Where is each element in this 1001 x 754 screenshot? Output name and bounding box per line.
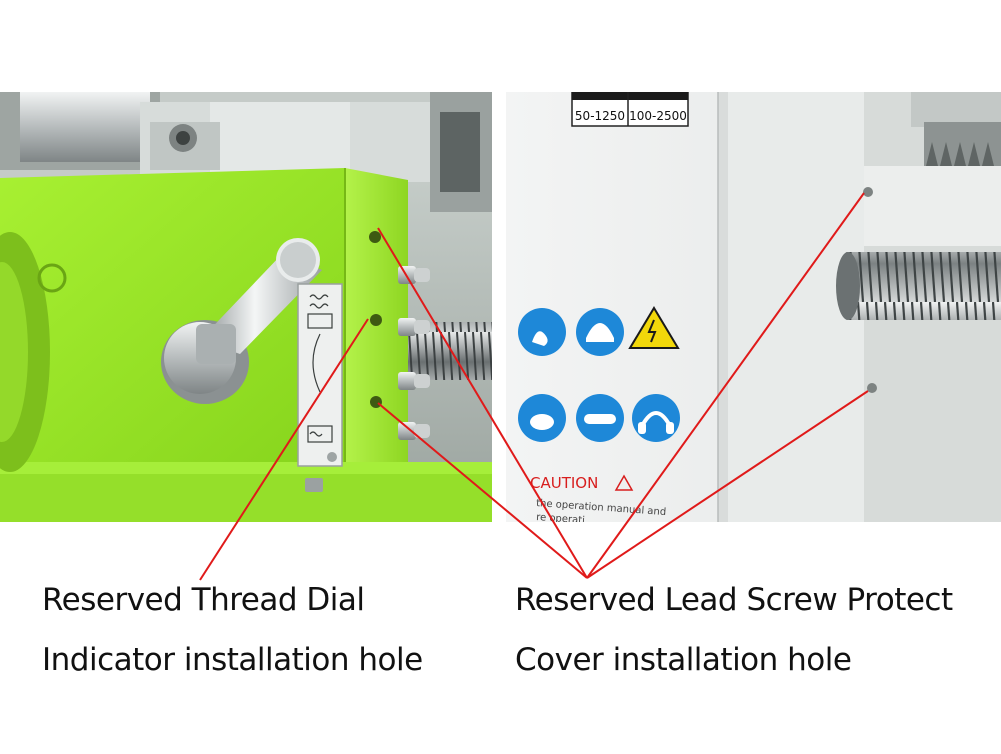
caption-thread-dial-line2: Indicator installation hole: [42, 642, 423, 678]
gearbox-diagram-icon: [297, 283, 343, 467]
lathe-apron-photo: [0, 92, 492, 522]
spec-col1-value: 50-1250: [575, 109, 625, 123]
lead-screw-cover-illustration: 50-1250 100-2500 CAUTION the operati: [506, 92, 1001, 522]
caution-title: CAUTION: [530, 474, 598, 492]
caption-lead-screw-line1: Reserved Lead Screw Protect: [515, 582, 953, 618]
speed-range-plate: 50-1250 100-2500: [571, 92, 689, 127]
spec-col2-value: 100-2500: [629, 109, 687, 123]
lathe-apron-illustration: [0, 92, 492, 522]
caption-thread-dial-line1: Reserved Thread Dial: [42, 582, 365, 618]
caption-lead-screw-line2: Cover installation hole: [515, 642, 852, 678]
ear-protection-icon: [632, 394, 680, 442]
lead-screw-cover-photo: 50-1250 100-2500 CAUTION the operati: [506, 92, 1001, 522]
